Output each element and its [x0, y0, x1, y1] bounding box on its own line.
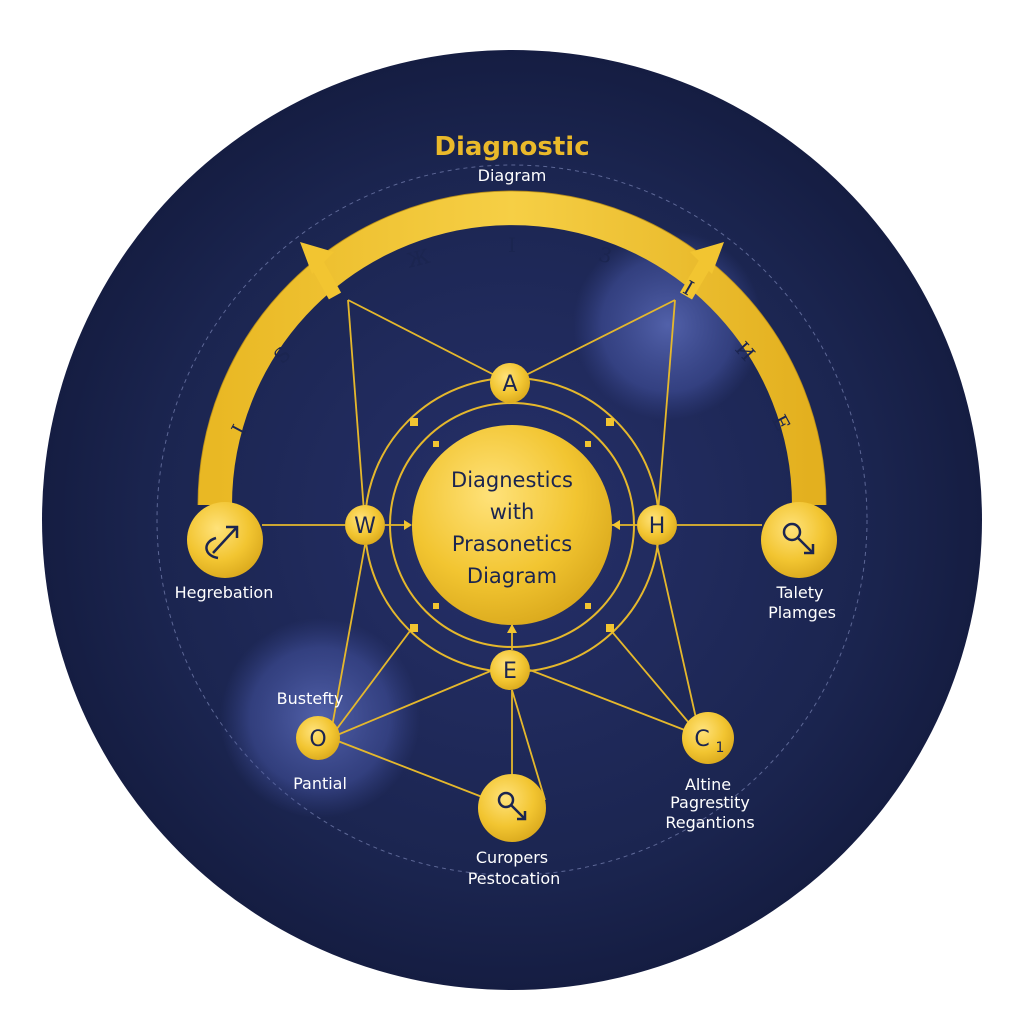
arrow-tip-bottom — [507, 624, 517, 633]
ring-markers — [410, 418, 614, 632]
arrow-tip-left — [404, 520, 412, 530]
curve-arrow-icon — [205, 525, 239, 560]
node-a[interactable]: A — [490, 363, 530, 403]
gold-arc-outline — [197, 190, 827, 506]
connector-lines — [262, 299, 762, 801]
node-w[interactable]: W — [345, 505, 385, 545]
label-c-node-3: Regantions — [665, 813, 754, 832]
left-icon-node[interactable] — [187, 502, 263, 578]
node-a-letter: A — [502, 372, 517, 397]
node-o[interactable]: O — [296, 716, 340, 760]
label-bottom-node-1: Curopers — [476, 848, 548, 867]
label-c-node-1: Altine — [685, 775, 731, 794]
center-line-4: Diagram — [467, 564, 557, 588]
title-sub: Diagram — [478, 166, 547, 185]
center-line-2: with — [490, 500, 535, 524]
node-c-letter: C — [694, 727, 709, 752]
key-arrow-icon — [497, 791, 527, 821]
node-e[interactable]: E — [490, 650, 530, 690]
node-o-letter: O — [309, 727, 326, 752]
node-c-subscript: 1 — [716, 740, 725, 756]
title-main: Diagnostic — [434, 132, 589, 162]
arc-mark-4: I — [508, 233, 516, 257]
center-line-1: Diagnestics — [451, 468, 573, 492]
arrow-tip-right — [612, 520, 620, 530]
inner-ring-inner — [389, 402, 635, 648]
right-icon-node[interactable] — [761, 502, 837, 578]
label-o-bottom: Pantial — [293, 774, 347, 793]
node-h[interactable]: H — [637, 505, 677, 545]
center-line-3: Prasonetics — [452, 532, 572, 556]
label-right-node-1: Talety — [776, 583, 824, 602]
key-arrow-icon — [782, 522, 815, 555]
gold-arc-band — [198, 191, 826, 506]
label-left-node: Hegrebation — [175, 583, 274, 602]
node-e-letter: E — [503, 659, 517, 684]
dashed-outer-ring — [156, 164, 868, 876]
label-bottom-node-2: Pestocation — [468, 869, 561, 888]
label-right-node-2: Plamges — [768, 603, 836, 622]
arc-arrow-left — [300, 242, 342, 300]
bottom-icon-node[interactable] — [478, 774, 546, 842]
arc-mark-5: 3 — [597, 242, 614, 268]
label-c-node-2: Pagrestity — [670, 793, 750, 812]
node-c[interactable]: C 1 — [682, 712, 734, 764]
arc-arrow-right — [679, 242, 724, 300]
node-h-letter: H — [649, 514, 666, 539]
center-node[interactable] — [412, 425, 612, 625]
node-w-letter: W — [354, 514, 376, 539]
label-o-top: Bustefty — [277, 689, 344, 708]
